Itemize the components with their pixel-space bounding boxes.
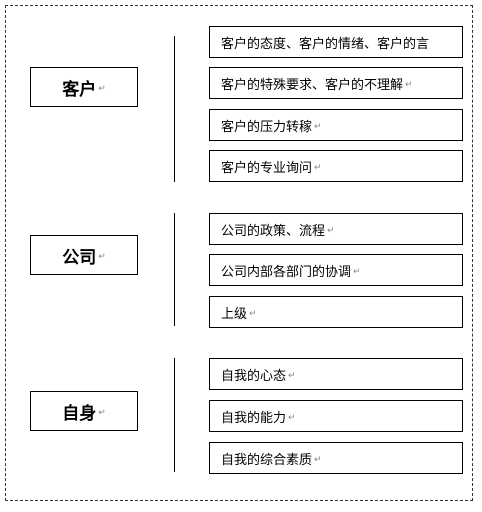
item-label: 自我的综合素质: [221, 452, 313, 468]
item-label: 客户的态度、客户的情绪、客户的言: [221, 36, 430, 52]
item-box: 客户的压力转稼↵: [209, 109, 463, 141]
bracket-line: [174, 213, 175, 326]
dashed-frame: [5, 5, 473, 501]
item-box: 客户的态度、客户的情绪、客户的言: [209, 26, 463, 58]
bracket-line: [174, 358, 175, 472]
paragraph-mark-icon: ↵: [288, 413, 296, 423]
paragraph-mark-icon: ↵: [98, 84, 106, 94]
item-box: 自我的能力↵: [209, 400, 463, 432]
paragraph-mark-icon: ↵: [98, 408, 106, 418]
bracket-line: [174, 36, 175, 182]
item-box: 上级↵: [209, 296, 463, 328]
paragraph-mark-icon: ↵: [249, 309, 257, 319]
category-self: 自身↵: [30, 391, 138, 431]
paragraph-mark-icon: ↵: [288, 371, 296, 381]
item-label: 上级: [221, 306, 248, 322]
item-label: 客户的压力转稼: [221, 119, 313, 135]
item-box: 自我的综合素质↵: [209, 442, 463, 474]
item-box: 公司内部各部门的协调↵: [209, 254, 463, 286]
item-box: 自我的心态↵: [209, 358, 463, 390]
paragraph-mark-icon: ↵: [353, 267, 361, 277]
item-label: 客户的专业询问: [221, 160, 313, 176]
item-label: 公司内部各部门的协调: [221, 264, 352, 280]
item-label: 自我的能力: [221, 410, 287, 426]
paragraph-mark-icon: ↵: [98, 252, 106, 262]
item-box: 公司的政策、流程↵: [209, 213, 463, 245]
item-label: 公司的政策、流程: [221, 223, 326, 239]
category-label: 自身: [62, 403, 97, 424]
category-label: 客户: [62, 79, 97, 100]
paragraph-mark-icon: ↵: [314, 122, 322, 132]
item-box: 客户的特殊要求、客户的不理解↵: [209, 67, 463, 99]
paragraph-mark-icon: ↵: [314, 163, 322, 173]
item-label: 客户的特殊要求、客户的不理解: [221, 77, 404, 93]
category-company: 公司↵: [30, 235, 138, 275]
item-label: 自我的心态: [221, 368, 287, 384]
item-box: 客户的专业询问↵: [209, 150, 463, 182]
paragraph-mark-icon: ↵: [405, 80, 413, 90]
paragraph-mark-icon: ↵: [327, 226, 335, 236]
category-customer: 客户↵: [30, 67, 138, 107]
paragraph-mark-icon: ↵: [314, 455, 322, 465]
category-label: 公司: [62, 247, 97, 268]
